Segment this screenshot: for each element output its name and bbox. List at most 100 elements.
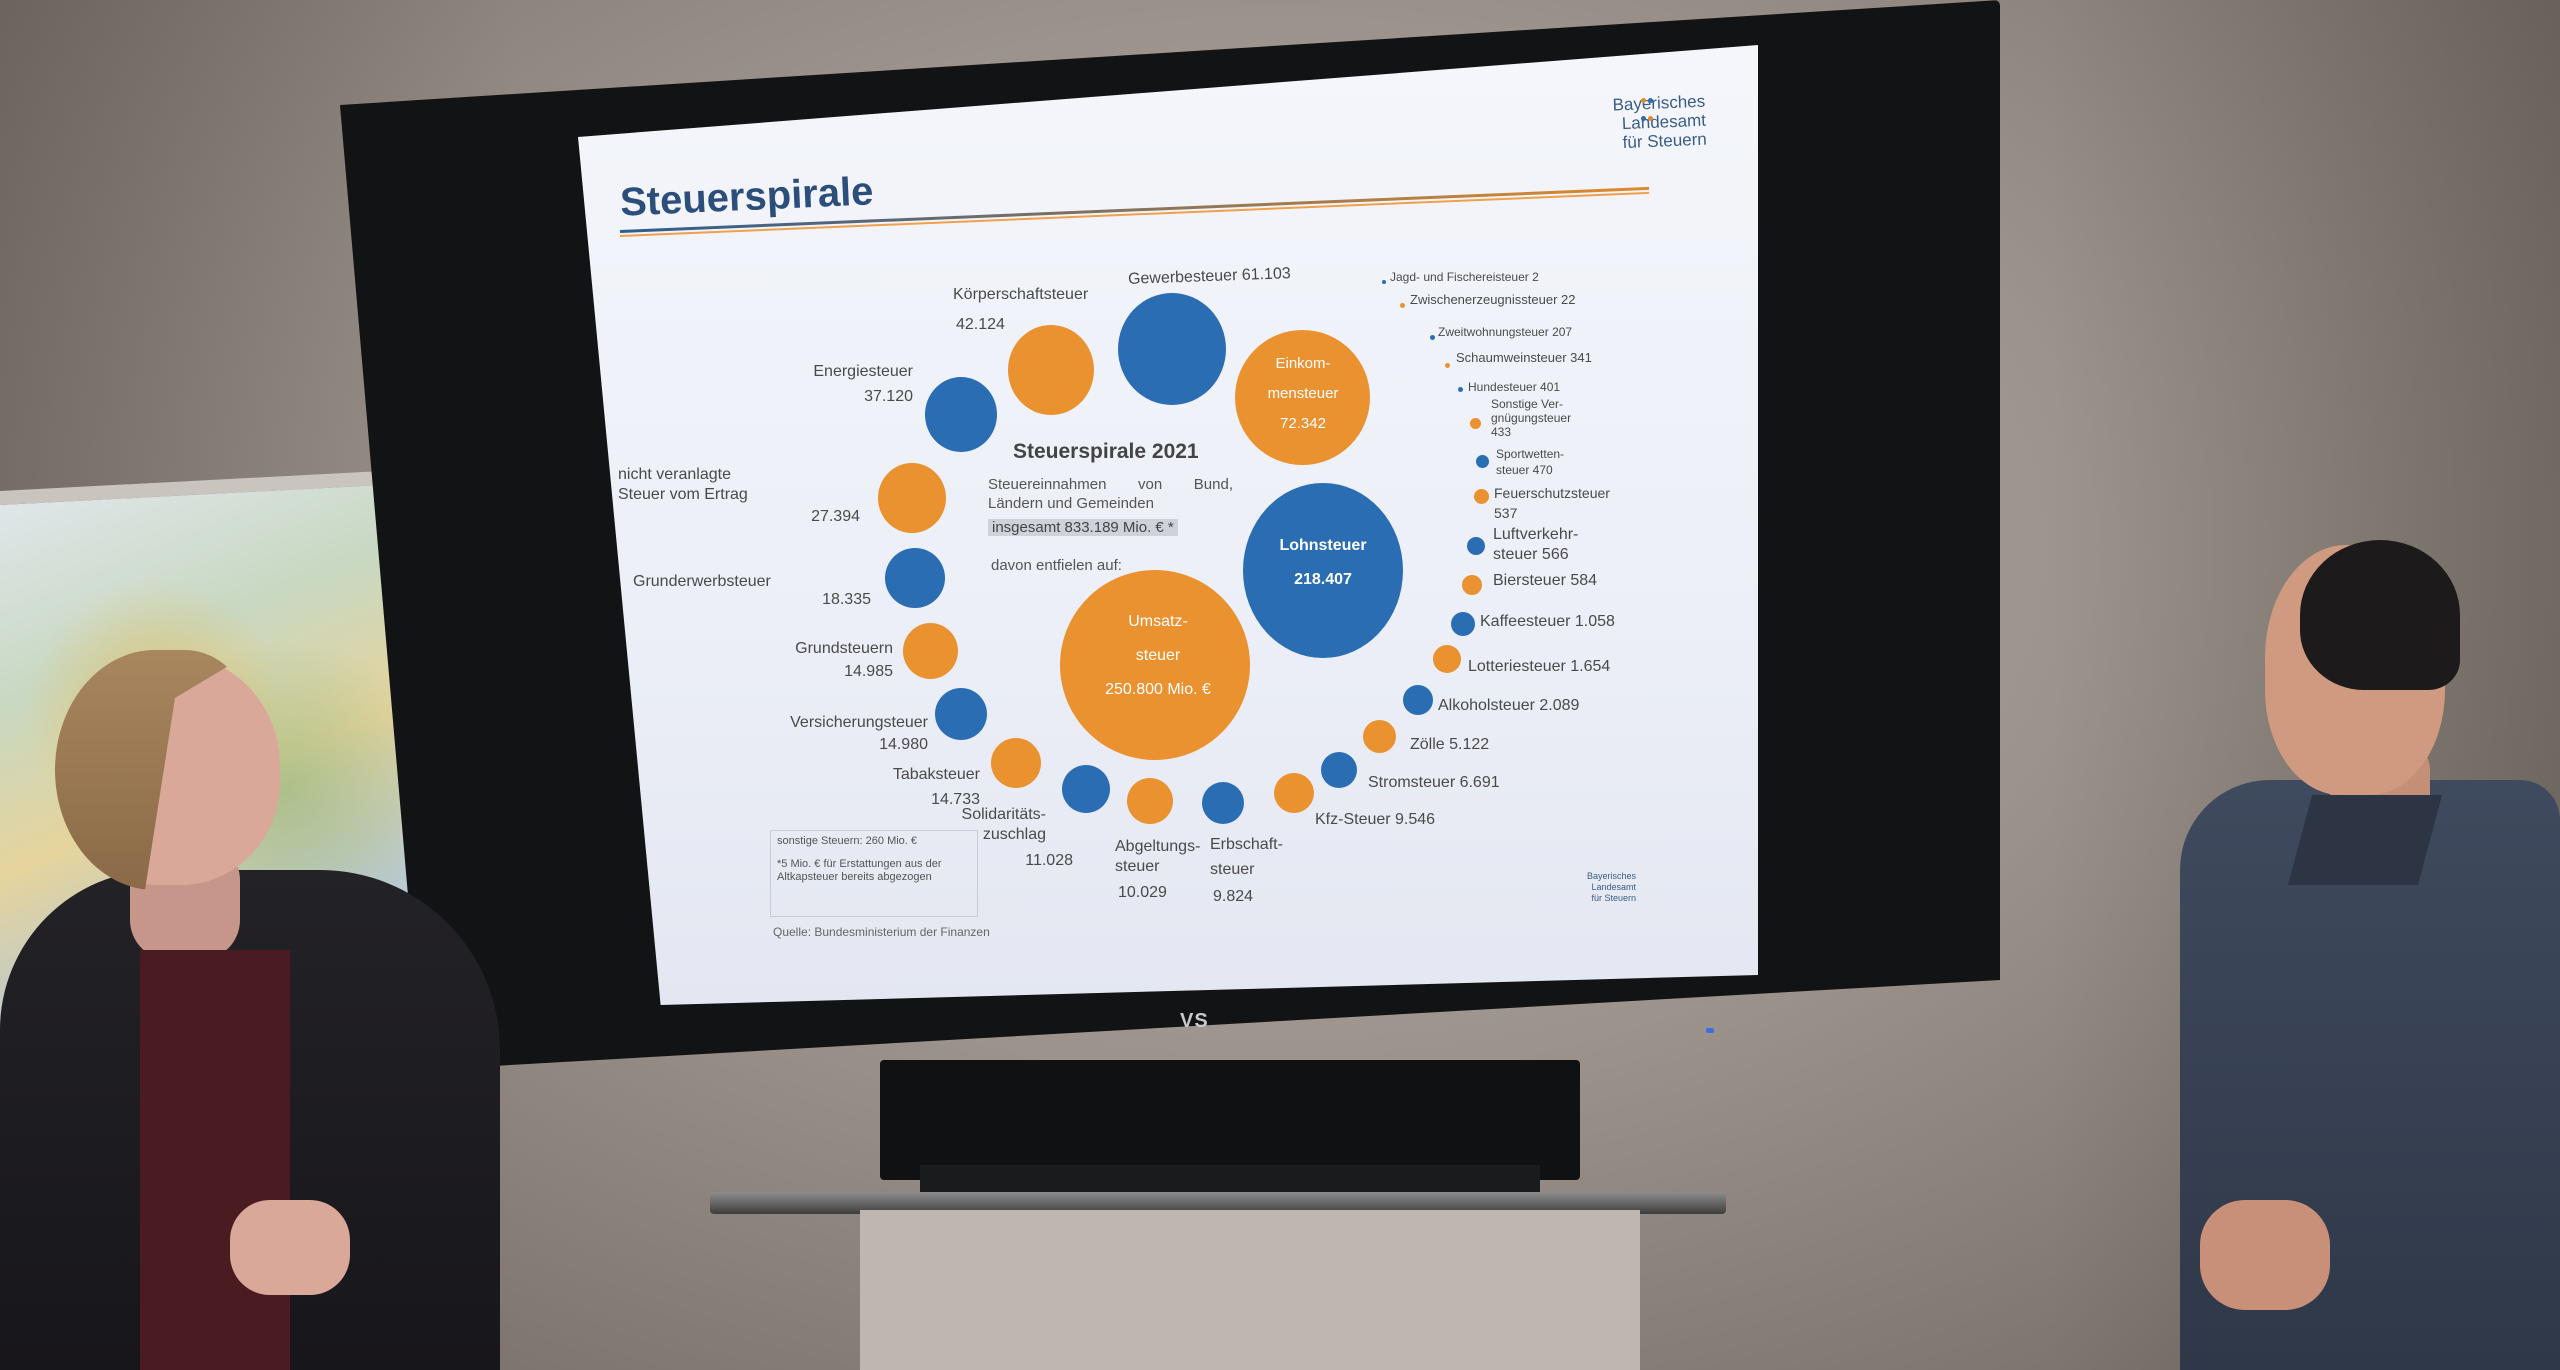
- label-energiesteuer: Energiesteuer: [813, 363, 913, 380]
- bubble-koerperschaftsteuer: [1008, 325, 1094, 415]
- bubble-jagdsteuer: [1382, 280, 1386, 284]
- note-line-2: *5 Mio. € für Erstattungen aus der Altka…: [777, 858, 942, 883]
- bubble-sportwettensteuer: [1476, 455, 1489, 468]
- label-erbschaft-2: steuer: [1210, 861, 1255, 878]
- label-alkoholsteuer: Alkoholsteuer 2.089: [1438, 697, 1580, 714]
- label-sportwetten-2: steuer 470: [1496, 463, 1553, 477]
- label-zwischenerzeugnissteuer: Zwischenerzeugnissteuer 22: [1410, 292, 1576, 307]
- bubble-solidaritaetszuschlag: [1062, 765, 1110, 813]
- bubble-schaumweinsteuer: [1445, 363, 1450, 368]
- bubble-versicherungsteuer: [935, 688, 987, 740]
- label-schaumweinsteuer: Schaumweinsteuer 341: [1456, 350, 1592, 365]
- label-grundsteuern-value: 14.985: [844, 663, 893, 680]
- label-versicherungsteuer-value: 14.980: [879, 736, 928, 753]
- bubble-luftverkehrsteuer: [1467, 537, 1485, 555]
- label-lotteriesteuer: Lotteriesteuer 1.654: [1468, 658, 1611, 675]
- slide-screen: Steuerspirale Bayerisches Landesamt für …: [578, 45, 1758, 1005]
- center-total: insgesamt 833.189 Mio. € *: [988, 519, 1178, 536]
- label-nicht-veranlagt-2: Steuer vom Ertrag: [618, 486, 748, 503]
- bubble-umsatzsteuer-label: Umsatz- steuer 250.800 Mio. €: [1105, 613, 1211, 698]
- bubble-alkoholsteuer: [1403, 685, 1433, 715]
- bubble-feuerschutzsteuer: [1474, 489, 1489, 504]
- label-hundesteuer: Hundesteuer 401: [1468, 380, 1561, 394]
- bubble-kfz-steuer: [1274, 773, 1314, 813]
- bubble-zoelle: [1363, 720, 1396, 753]
- bubble-tabaksteuer: [991, 738, 1041, 788]
- bubble-abgeltungsteuer: [1127, 778, 1173, 824]
- tv-brand-logo: VS: [1180, 1010, 1209, 1032]
- label-koerperschaftsteuer-value: 42.124: [956, 316, 1005, 333]
- bubble-einkommensteuer: [1235, 330, 1370, 465]
- bubble-zwischenerzeugnissteuer: [1400, 303, 1405, 308]
- presenter-man-hands: [2200, 1200, 2330, 1310]
- label-abgeltung-1: Abgeltungs-: [1115, 838, 1201, 855]
- label-vergnuegung-3: 433: [1491, 425, 1512, 439]
- label-grundsteuern: Grundsteuern: [795, 640, 893, 657]
- label-soli-value: 11.028: [1025, 852, 1073, 869]
- presenter-woman-shirt: [140, 950, 290, 1370]
- bubble-nicht-veranlagt: [878, 463, 946, 533]
- presenter-woman-hands: [230, 1200, 350, 1295]
- tv-stand: [880, 1060, 1580, 1180]
- label-koerperschaftsteuer: Körperschaftsteuer: [953, 286, 1089, 303]
- label-biersteuer: Biersteuer 584: [1493, 572, 1598, 589]
- tv-power-led: [1706, 1028, 1714, 1033]
- label-abgeltung-value: 10.029: [1118, 884, 1167, 901]
- bubble-zweitwohnungsteuer: [1430, 335, 1435, 340]
- label-stromsteuer: Stromsteuer 6.691: [1368, 774, 1500, 791]
- bubble-umsatzsteuer: [1060, 570, 1250, 760]
- brand-dots-icon: [1640, 91, 1654, 127]
- label-erbschaft-value: 9.824: [1213, 888, 1254, 905]
- source-note: Quelle: Bundesministerium der Finanzen: [773, 925, 990, 939]
- center-title: Steuerspirale 2021: [1013, 440, 1199, 463]
- label-zweitwohnungsteuer: Zweitwohnungsteuer 207: [1438, 325, 1573, 339]
- bubble-gewerbesteuer: [1118, 293, 1226, 405]
- label-feuerschutz-2: 537: [1494, 505, 1518, 521]
- label-soli-1: Solidaritäts-: [961, 806, 1046, 823]
- label-versicherungsteuer: Versicherungsteuer: [790, 714, 928, 731]
- label-vergnuegung-2: gnügungsteuer: [1491, 411, 1572, 425]
- brand-logo: Bayerisches Landesamt für Steuern: [1545, 92, 1707, 156]
- bubble-kaffeesteuer: [1451, 612, 1475, 636]
- presenter-man-hair: [2300, 540, 2460, 690]
- bubble-biersteuer: [1462, 575, 1482, 595]
- bubble-stromsteuer: [1321, 752, 1357, 788]
- brand-logo-small: Bayerisches Landesamt für Steuern: [1586, 871, 1636, 903]
- bubble-lohnsteuer: [1243, 483, 1403, 658]
- stand-shelf: [710, 1192, 1726, 1214]
- bubble-lotteriesteuer: [1433, 645, 1461, 673]
- bubble-grundsteuern: [903, 623, 958, 679]
- label-kfz-steuer: Kfz-Steuer 9.546: [1315, 811, 1436, 828]
- center-sub: davon entfielen auf:: [991, 557, 1122, 574]
- label-tabaksteuer: Tabaksteuer: [892, 766, 980, 783]
- bubble-hundesteuer: [1458, 387, 1463, 392]
- bubble-erbschaftsteuer: [1202, 782, 1244, 824]
- label-gewerbesteuer: Gewerbesteuer 61.103: [1127, 265, 1292, 288]
- label-grunderwerbsteuer: Grunderwerbsteuer: [633, 573, 771, 590]
- note-line-1: sonstige Steuern: 260 Mio. €: [777, 835, 918, 847]
- label-nicht-veranlagt-1: nicht veranlagte: [618, 466, 731, 483]
- label-luftverkehr-1: Luftverkehr-: [1493, 526, 1579, 543]
- label-kaffeesteuer: Kaffeesteuer 1.058: [1480, 613, 1615, 630]
- bubble-energiesteuer: [925, 377, 997, 452]
- center-text: Steuereinnahmen von Bund, Ländern und Ge…: [988, 476, 1233, 512]
- label-jagdsteuer: Jagd- und Fischereisteuer 2: [1390, 270, 1539, 284]
- note-box: sonstige Steuern: 260 Mio. € *5 Mio. € f…: [770, 830, 978, 917]
- bubble-lohnsteuer-label: Lohnsteuer 218.407: [1279, 537, 1367, 588]
- label-luftverkehr-2: steuer 566: [1493, 546, 1569, 563]
- bubble-grunderwerbsteuer: [885, 548, 945, 608]
- slide-title: Steuerspirale: [619, 169, 875, 225]
- cabinet: [860, 1210, 1640, 1370]
- bubble-einkommensteuer-label: Einkom- mensteuer 72.342: [1267, 355, 1339, 432]
- label-sportwetten-1: Sportwetten-: [1496, 447, 1565, 461]
- label-energiesteuer-value: 37.120: [864, 388, 913, 405]
- label-grunderwerbsteuer-value: 18.335: [822, 591, 871, 608]
- label-zoelle: Zölle 5.122: [1410, 736, 1490, 753]
- label-feuerschutz-1: Feuerschutzsteuer: [1494, 485, 1610, 501]
- label-abgeltung-2: steuer: [1115, 858, 1160, 875]
- label-tabaksteuer-value: 14.733: [931, 791, 980, 808]
- presenter-man-collar: [2287, 795, 2443, 885]
- label-nicht-veranlagt-value: 27.394: [811, 508, 860, 525]
- label-soli-2: zuschlag: [982, 826, 1046, 843]
- label-erbschaft-1: Erbschaft-: [1210, 836, 1283, 853]
